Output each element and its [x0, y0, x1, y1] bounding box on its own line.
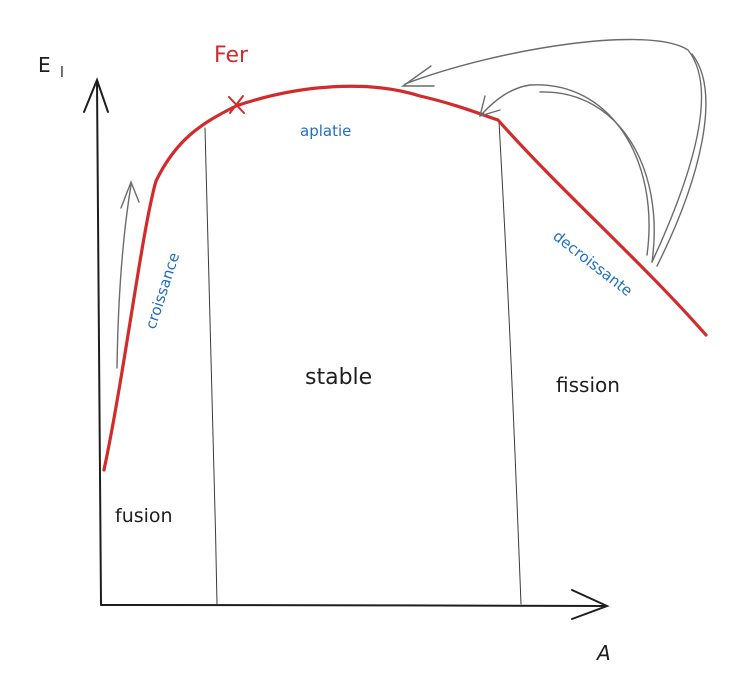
region-dividers [204, 121, 522, 605]
return-arrow-top-icon [400, 38, 707, 267]
divider-stable-fission [498, 121, 522, 605]
y-axis [83, 77, 109, 605]
region-fission-label: fission [556, 373, 620, 397]
segment-falling-label: decroissante [550, 227, 636, 300]
iron-marker-icon [228, 95, 245, 114]
peak-label: Fer [214, 43, 249, 68]
segment-rising-label: croissance [142, 250, 184, 331]
region-fusion-label: fusion [115, 505, 173, 527]
x-axis-label: A [595, 641, 611, 665]
y-axis-subscript: l [60, 65, 64, 81]
divider-fusion-stable [204, 127, 218, 605]
x-axis [100, 589, 610, 620]
rising-arrow-icon [116, 180, 140, 369]
return-arrow-inner-icon [479, 84, 655, 263]
segment-flat-label: aplatie [300, 122, 351, 140]
region-stable-label: stable [305, 365, 372, 390]
binding-energy-curve [102, 84, 708, 472]
y-axis-label: E [38, 53, 51, 77]
